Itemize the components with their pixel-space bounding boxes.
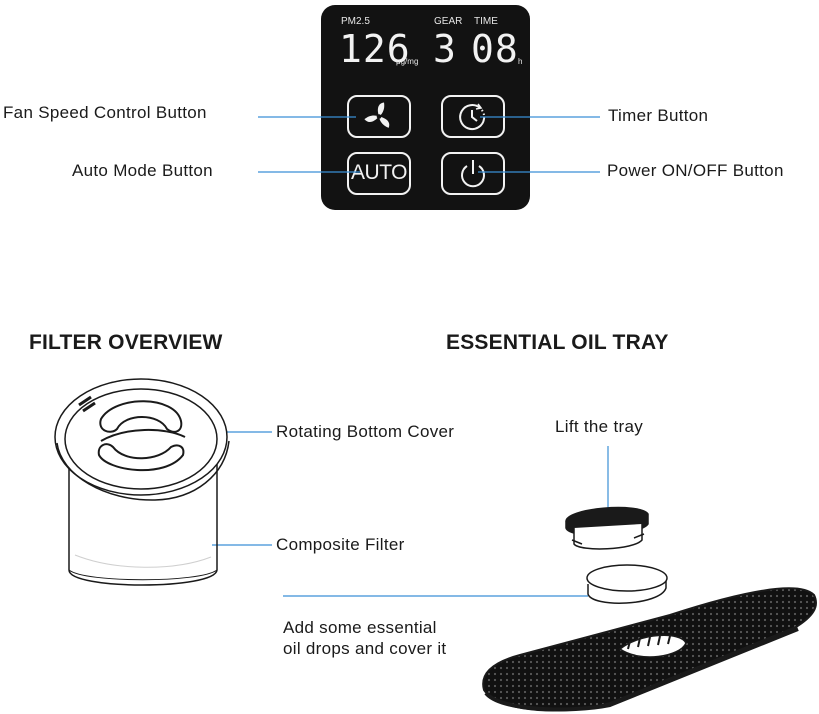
timer-icon [459,103,486,131]
auto-mode-callout: Auto Mode Button [72,161,213,180]
fan-speed-callout: Fan Speed Control Button [3,103,207,122]
fan-icon [364,102,390,128]
add-oil-line2: oil drops and cover it [283,639,447,658]
auto-mode-button[interactable]: AUTO [347,152,411,195]
auto-label: AUTO [351,161,407,184]
time-label: TIME [474,16,498,27]
base-plate-illustration [482,587,817,712]
essential-oil-tray-heading: ESSENTIAL OIL TRAY [446,331,669,354]
oil-pad-illustration [586,564,668,604]
tray-cap-illustration [565,506,649,550]
time-readout: 08 [471,27,519,71]
pm25-unit: μg/mg [396,57,419,66]
lift-tray-label: Lift the tray [555,417,643,436]
timer-callout: Timer Button [608,106,709,125]
filter-overview-heading: FILTER OVERVIEW [29,331,223,354]
gear-readout: 3 [433,27,457,71]
power-callout: Power ON/OFF Button [607,161,784,180]
rotating-bottom-cover-label: Rotating Bottom Cover [276,422,455,441]
add-oil-line1: Add some essential [283,618,437,637]
filter-illustration [54,378,230,586]
control-panel: PM2.5 GEAR TIME 126 μg/mg 3 08 h AUTO [321,5,530,210]
composite-filter-label: Composite Filter [276,535,405,554]
pm25-readout: 126 [339,27,411,71]
pm25-label: PM2.5 [341,16,370,27]
time-unit: h [518,57,523,66]
gear-label: GEAR [434,16,463,27]
